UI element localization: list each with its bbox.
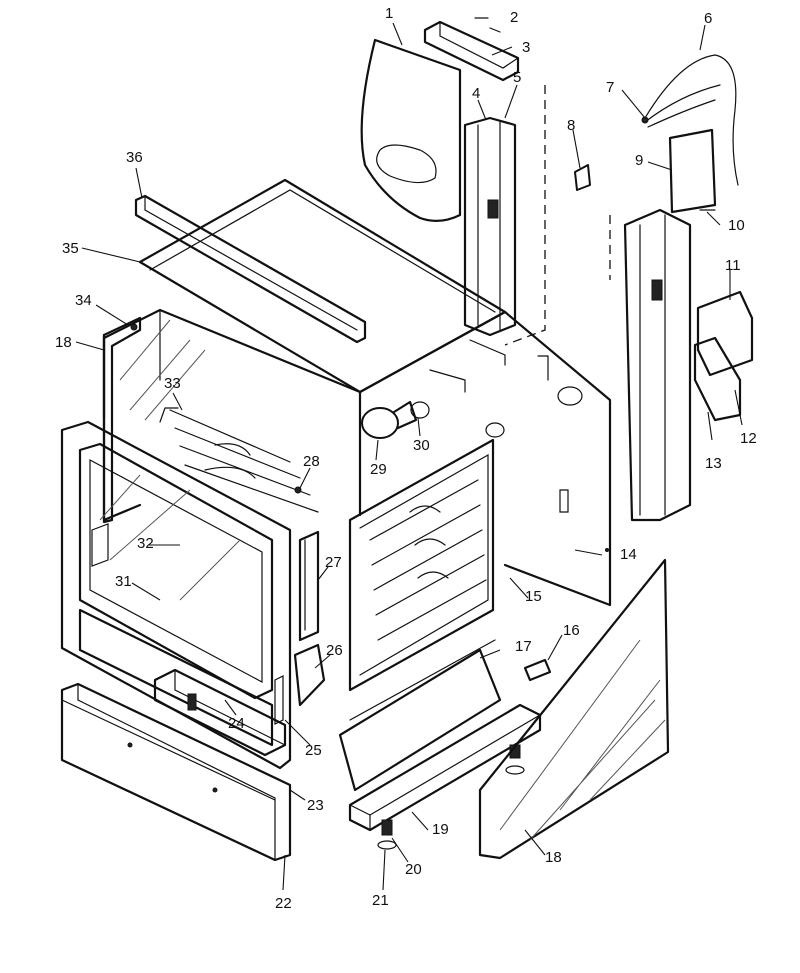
right-side-panel: [478, 558, 670, 860]
callout-labels: 1 2 3 4 5 6 7 8 9 10 11 12 13 14 15 16 1…: [55, 5, 757, 912]
callout-36: 36: [126, 149, 143, 166]
callout-11: 11: [725, 257, 741, 274]
callout-23: 23: [307, 797, 324, 814]
callout-25: 25: [305, 742, 322, 759]
callout-8: 8: [567, 117, 575, 134]
rear-frame-rails: [463, 116, 692, 522]
vent-cap: [423, 20, 520, 82]
oven-liner-racks: [159, 407, 319, 513]
left-side-panel: [102, 316, 142, 524]
callout-27: 27: [325, 554, 342, 571]
callout-13: 13: [705, 455, 722, 472]
callout-21: 21: [372, 892, 389, 909]
callout-32: 32: [137, 535, 154, 552]
callout-31: 31: [115, 573, 132, 590]
callout-35: 35: [62, 240, 79, 257]
callout-22: 22: [275, 895, 292, 912]
callout-17: 17: [515, 638, 532, 655]
callout-15: 15: [525, 588, 542, 605]
callout-2: 2: [510, 9, 518, 26]
callout-5: 5: [513, 69, 521, 86]
small-bracket: [523, 658, 552, 682]
callout-19: 19: [432, 821, 449, 838]
callout-16: 16: [563, 622, 580, 639]
callout-29: 29: [370, 461, 387, 478]
bottom-front-rail: [60, 682, 292, 862]
callout-20: 20: [405, 861, 422, 878]
lower-rail: [153, 668, 287, 757]
control-box: [693, 290, 754, 422]
callout-6: 6: [704, 10, 712, 27]
callout-4: 4: [472, 85, 480, 102]
callout-12: 12: [740, 430, 757, 447]
rack-side-panel: [348, 438, 495, 692]
callout-10: 10: [728, 217, 745, 234]
oven-light: [361, 400, 430, 439]
callout-18-left: 18: [55, 334, 72, 351]
wire-harness: [641, 54, 739, 186]
callout-9: 9: [635, 152, 643, 169]
door-frame: [60, 420, 292, 770]
screws: [474, 17, 501, 33]
callout-1: 1: [385, 5, 393, 22]
callout-28: 28: [303, 453, 320, 470]
kick-panel: [338, 639, 502, 792]
callout-30: 30: [413, 437, 430, 454]
callout-3: 3: [522, 39, 530, 56]
front-base-rail: [348, 703, 542, 832]
bracket-part: [668, 128, 717, 214]
center-brackets: [274, 486, 326, 725]
callout-24: 24: [228, 715, 245, 732]
leader-lines: [75, 22, 743, 891]
callout-18-right: 18: [545, 849, 562, 866]
back-shield: [360, 38, 462, 222]
callout-14: 14: [620, 546, 637, 563]
callout-7: 7: [606, 79, 614, 96]
oven-cavity: [102, 308, 612, 607]
callout-34: 34: [75, 292, 92, 309]
sensor-part: [574, 164, 591, 191]
callout-33: 33: [164, 375, 181, 392]
callout-26: 26: [326, 642, 343, 659]
back-panel: [504, 85, 611, 346]
top-panel-assembly: [134, 178, 507, 394]
